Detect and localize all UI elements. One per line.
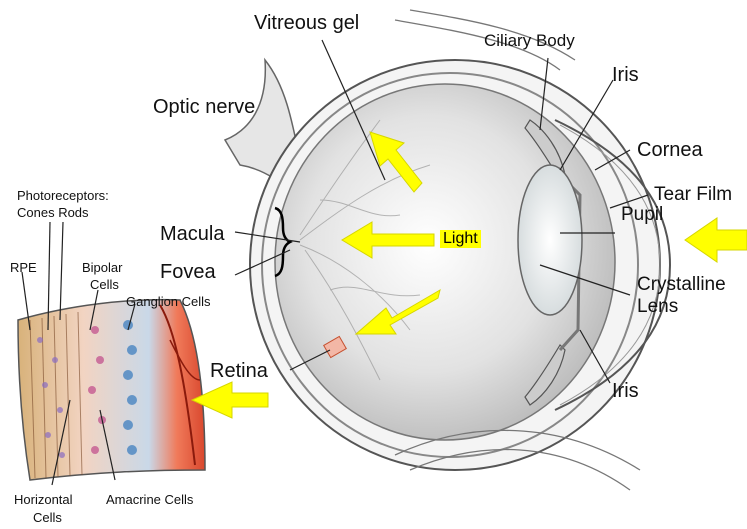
- label-photoreceptors-2: Cones Rods: [17, 206, 89, 219]
- eyeball: [250, 60, 660, 470]
- label-retina: Retina: [210, 361, 268, 381]
- label-iris-top: Iris: [612, 65, 639, 85]
- retina-cross-section: [18, 300, 205, 480]
- label-ciliary-body: Ciliary Body: [484, 32, 575, 49]
- label-light: Light: [440, 230, 481, 248]
- label-cornea: Cornea: [637, 140, 703, 160]
- label-photoreceptors-1: Photoreceptors:: [17, 189, 109, 202]
- label-crystalline-lens-2: Lens: [637, 297, 678, 316]
- label-horizontal-cells-1: Horizontal: [14, 493, 73, 506]
- label-tear-film: Tear Film: [654, 185, 732, 204]
- arrow-incoming: [685, 218, 747, 262]
- crystalline-lens-shape: [518, 165, 582, 315]
- label-rpe: RPE: [10, 261, 37, 274]
- label-pupil: Pupil: [621, 205, 663, 224]
- label-optic-nerve: Optic nerve: [153, 97, 255, 117]
- label-bipolar-cells-1: Bipolar: [82, 261, 122, 274]
- label-ganglion-cells: Ganglion Cells: [126, 295, 211, 308]
- label-fovea: Fovea: [160, 262, 216, 282]
- label-bipolar-cells-2: Cells: [90, 278, 119, 291]
- label-crystalline-lens-1: Crystalline: [637, 275, 726, 294]
- label-macula: Macula: [160, 224, 224, 244]
- label-vitreous-gel: Vitreous gel: [254, 13, 359, 33]
- label-horizontal-cells-2: Cells: [33, 511, 62, 524]
- label-amacrine-cells: Amacrine Cells: [106, 493, 193, 506]
- label-iris-bottom: Iris: [612, 381, 639, 401]
